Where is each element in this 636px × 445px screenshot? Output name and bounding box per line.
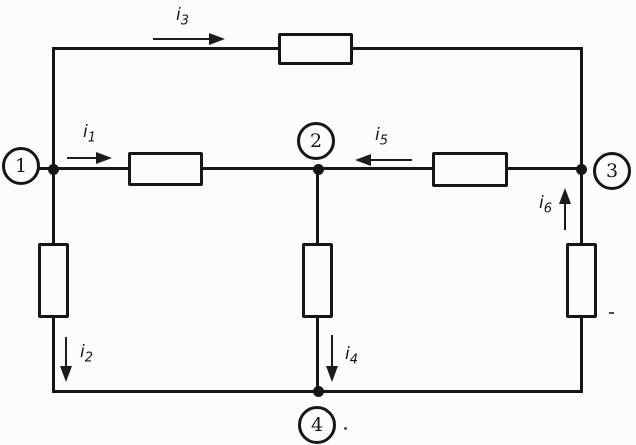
junction-node3	[576, 164, 587, 175]
wire-top-left-segment	[52, 47, 279, 50]
current-arrow-i3-head	[209, 33, 225, 45]
wire-top-right-segment	[351, 47, 583, 50]
wire-middle-lower	[316, 316, 319, 393]
resistor-right-branch	[566, 243, 597, 318]
current-arrow-i2-shaft	[65, 337, 67, 368]
resistor-top-branch	[278, 33, 353, 65]
wire-left-lower	[52, 316, 55, 393]
current-label-i1: i1	[83, 122, 97, 146]
resistor-left-branch	[38, 243, 69, 318]
current-label-i2: i2	[80, 342, 94, 366]
wire-node1-to-r12	[52, 167, 130, 170]
wire-right-lower	[580, 316, 583, 393]
current-arrow-i1-shaft	[67, 157, 99, 159]
current-arrow-i4-shaft	[331, 335, 333, 368]
node-3: 3	[593, 152, 631, 190]
wire-middle-upper	[316, 168, 319, 245]
print-speck	[609, 312, 614, 314]
current-arrow-i1-head	[96, 152, 112, 164]
wire-r23-to-node3	[505, 167, 583, 170]
node-2: 2	[297, 122, 335, 160]
current-arrow-i6-shaft	[564, 202, 566, 230]
wire-right-upper	[580, 47, 583, 245]
resistor-node1-node2	[128, 152, 203, 186]
current-label-i5: i5	[375, 125, 389, 149]
node-3-label: 3	[605, 160, 619, 182]
wire-node1-stub	[38, 167, 54, 170]
junction-node2	[313, 164, 324, 175]
current-label-i6: i6	[539, 193, 553, 217]
current-arrow-i4-head	[326, 366, 338, 382]
resistor-middle-branch	[302, 243, 333, 318]
current-arrow-i2-head	[60, 366, 72, 382]
current-arrow-i5-shaft	[369, 159, 412, 161]
current-label-i4: i4	[345, 344, 359, 368]
print-speck	[344, 427, 347, 430]
node-4-label: 4	[310, 414, 324, 436]
resistor-node2-node3	[432, 152, 508, 187]
node-4: 4	[298, 406, 336, 444]
wire-r12-to-node2	[200, 167, 320, 170]
wire-node2-to-r23	[317, 167, 434, 170]
current-label-i3: i3	[176, 5, 190, 29]
junction-node1	[48, 164, 59, 175]
junction-node4	[313, 386, 324, 397]
wire-left-upper	[52, 47, 55, 245]
current-arrow-i6-head	[559, 188, 571, 204]
node-1: 1	[2, 147, 40, 185]
current-arrow-i5-head	[355, 154, 371, 166]
node-2-label: 2	[309, 130, 323, 152]
current-arrow-i3-shaft	[153, 38, 211, 40]
node-1-label: 1	[14, 155, 28, 177]
